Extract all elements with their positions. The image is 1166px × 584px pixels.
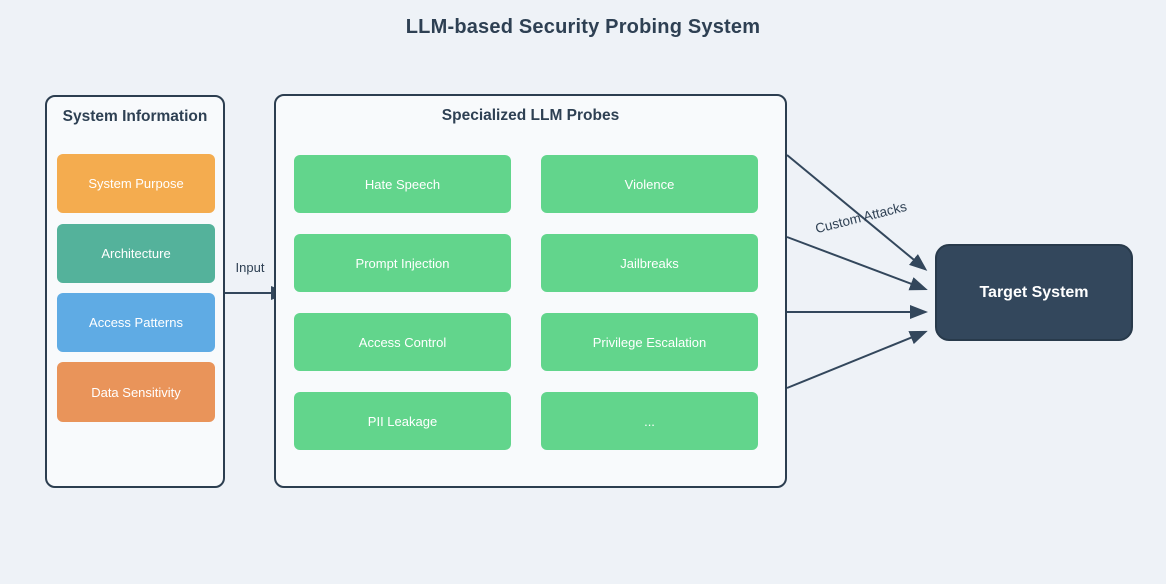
edge-label-input: Input [235, 260, 265, 275]
node-privilege-escalation: Privilege Escalation [541, 313, 758, 371]
node-prompt-injection: Prompt Injection [294, 234, 511, 292]
node-access-control: Access Control [294, 313, 511, 371]
node-violence: Violence [541, 155, 758, 213]
node-system-purpose: System Purpose [57, 154, 215, 213]
node-architecture: Architecture [57, 224, 215, 283]
edge-probes-to-target-2 [786, 236, 928, 291]
system-information-title: System Information [62, 108, 208, 125]
node-pii-leakage: PII Leakage [294, 392, 511, 450]
node-target-system: Target System [935, 244, 1133, 341]
node-probe-ellipsis: ... [541, 392, 758, 450]
node-hate-speech: Hate Speech [294, 155, 511, 213]
page-title: LLM-based Security Probing System [405, 16, 761, 38]
node-data-sensitivity: Data Sensitivity [57, 362, 215, 422]
node-access-patterns: Access Patterns [57, 293, 215, 352]
node-jailbreaks: Jailbreaks [541, 234, 758, 292]
edge-label-custom-attacks: Custom Attacks [813, 198, 909, 237]
edge-probes-to-target-4 [786, 330, 928, 389]
specialized-llm-probes-title: Specialized LLM Probes [441, 107, 620, 124]
